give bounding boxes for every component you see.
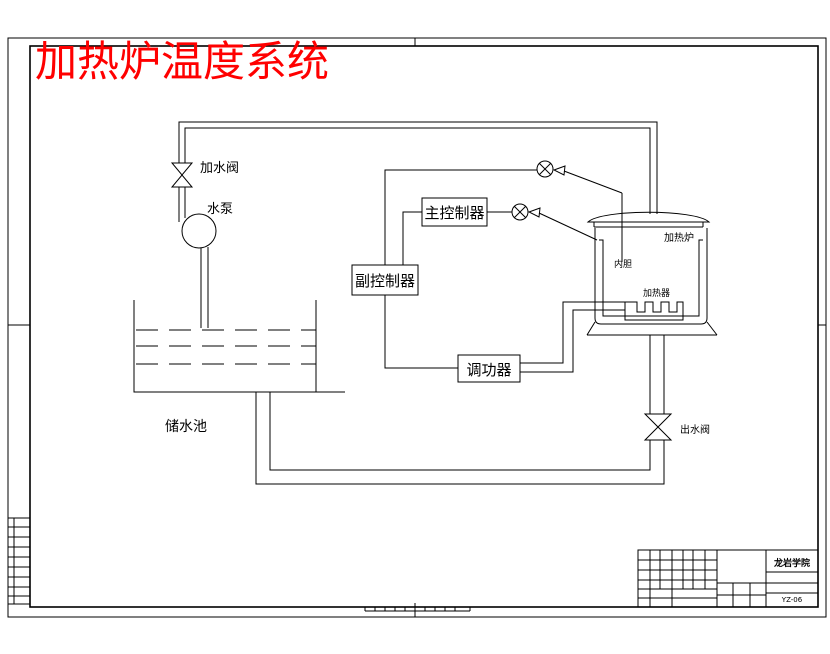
furnace-symbol	[586, 211, 718, 336]
fill-valve-symbol	[170, 162, 194, 188]
furnace-lid	[586, 211, 711, 223]
power-regulator-label: 调功器	[466, 361, 511, 379]
pump-symbol	[181, 213, 217, 249]
furnace-sensor-gauge	[511, 203, 598, 241]
outlet-valve-symbol	[643, 413, 673, 441]
reservoir-label: 储水池	[165, 419, 207, 435]
inner-sensor-gauge	[536, 160, 623, 262]
power-regulator-box	[457, 354, 521, 383]
main-controller-box	[421, 197, 488, 227]
control-lines	[384, 169, 537, 369]
fill-pipe	[178, 121, 658, 222]
title-block: 龙岩学院 YZ-06	[637, 549, 819, 608]
outlet-valve-label: 出水阀	[680, 423, 710, 436]
inner-border	[29, 45, 819, 608]
bottom-scale	[364, 607, 471, 612]
sub-controller-label: 副控制器	[355, 272, 415, 290]
arrow-head	[552, 165, 566, 176]
school-name: 龙岩学院	[773, 557, 810, 569]
inner-tank-label: 内胆	[614, 258, 632, 270]
reservoir-tank	[133, 300, 345, 393]
furnace-outer-wall	[594, 228, 708, 325]
outer-border	[7, 37, 827, 618]
drawing-title: 加热炉温度系统	[35, 37, 329, 86]
heater-wiring	[520, 301, 625, 373]
pump-label: 水泵	[207, 202, 233, 217]
left-side-table	[7, 517, 31, 605]
fill-valve-label: 加水阀	[200, 161, 239, 176]
inner-tank-wall	[599, 239, 703, 317]
pump-outlet-pipe	[200, 247, 209, 328]
return-pipe	[255, 335, 665, 485]
heater-label: 加热器	[643, 287, 670, 299]
furnace-label: 加热炉	[664, 231, 694, 244]
sub-controller-box	[351, 264, 419, 296]
main-controller-label: 主控制器	[424, 204, 484, 222]
drawing-frame	[7, 37, 827, 618]
heater-symbol	[624, 301, 684, 321]
arrow-head	[527, 207, 541, 218]
drawing-number: YZ-06	[781, 596, 803, 604]
